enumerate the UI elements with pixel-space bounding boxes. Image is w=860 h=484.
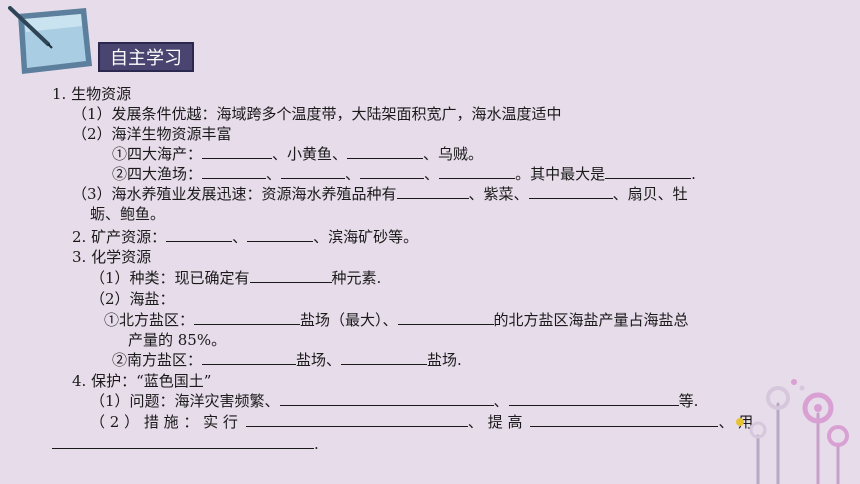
blank-measure-3[interactable] [52,434,314,449]
section-title: 自主学习 [98,42,194,72]
label-types: （1）种类：现已确定有 [90,269,250,287]
middle-text: 盐场（最大）、 [300,311,398,329]
item-problems: （1）问题：海洋灾害频繁、 、 等. [90,391,698,411]
blank-southern-saltfield-2[interactable] [341,350,428,365]
middle-text: 、 提 高 [467,413,523,431]
item-southern-salt: ②南方盐区： 盐场、 盐场. [112,350,462,370]
item-four-fisheries: ②四大渔场： 、 、 、 。其中最大是. [112,164,696,184]
separator-text: 、紫菜、 [468,185,529,203]
tail-text: 等. [678,392,699,410]
separator-text: 、 [266,165,282,183]
tail-text: 、乌贼。 [423,145,484,163]
decorative-flowers-graphic [736,379,849,484]
item-element-types: （1）种类：现已确定有 种元素. [90,268,381,288]
separator-text: 、 [424,165,440,183]
blank-mineral-2[interactable] [247,227,314,242]
item-four-seafood: ①四大海产： 、小黄鱼、 、乌贼。 [112,144,483,164]
end-text: . [314,435,319,453]
blank-seafood-2[interactable] [347,144,424,159]
tail-text: 的北方盐区海盐产量占海盐总 [493,311,689,329]
separator-text: 、 [493,392,509,410]
label-problems: （1）问题：海洋灾害频繁、 [90,392,280,410]
blank-mariculture-2[interactable] [528,184,613,199]
blank-fishery-3[interactable] [360,164,425,179]
tail-text: 种元素. [331,269,382,287]
blank-measure-1[interactable] [245,412,468,427]
label-four-seafood: ①四大海产： [112,145,203,163]
tail-text: 、 用 [718,413,754,431]
blank-element-count[interactable] [249,268,332,283]
separator-text: 、小黄鱼、 [272,145,348,163]
heading-chemical-resources: 3. 化学资源 [72,248,152,266]
label-northern-salt: ①北方盐区： [104,311,195,329]
item-northern-salt: ①北方盐区： 盐场（最大）、 的北方盐区海盐产量占海盐总 [104,310,689,330]
blank-seafood-1[interactable] [202,144,273,159]
item-measures: （ 2 ） 措 施 ： 实 行 、 提 高 、 用 [90,412,753,432]
blank-northern-region[interactable] [397,310,494,325]
item-mariculture-continued: 蛎、鲍鱼。 [90,205,166,223]
blank-mineral-1[interactable] [166,227,233,242]
blank-fishery-1[interactable] [202,164,267,179]
heading-biological-resources: 1. 生物资源 [52,85,132,103]
blank-mariculture-1[interactable] [396,184,469,199]
blank-problem-2[interactable] [508,391,679,406]
item-northern-salt-continued: 产量的 85%。 [128,331,227,349]
separator-text: 、 [232,228,248,246]
item-mariculture: （3）海水养殖业发展迅速：资源海水养殖品种有 、紫菜、 、扇贝、牡 [72,184,688,204]
blank-fishery-4[interactable] [439,164,516,179]
label-southern-salt: ②南方盐区： [112,351,203,369]
heading-mineral-resources: 2. 矿产资源： 、 、滨海矿砂等。 [72,227,418,247]
tail-text: 。其中最大是 [515,165,606,183]
item-sea-salt: （2）海盐： [90,290,175,308]
tail-text: 、滨海矿砂等。 [313,228,419,246]
label-four-fisheries: ②四大渔场： [112,165,203,183]
tail-text: 、扇贝、牡 [612,185,688,203]
blank-fishery-2[interactable] [281,164,346,179]
middle-text: 盐场、 [296,351,342,369]
separator-text: 、 [345,165,361,183]
blank-measure-2[interactable] [530,412,719,427]
label-mariculture: （3）海水养殖业发展迅速：资源海水养殖品种有 [72,185,397,203]
item-measures-continued: . [52,434,319,454]
item-development-conditions: （1）发展条件优越：海域跨多个温度带，大陆架面积宽广，海水温度适中 [72,105,562,123]
blank-largest-fishery[interactable] [605,164,692,179]
blank-northern-saltfield[interactable] [194,310,301,325]
blank-problem-1[interactable] [279,391,494,406]
heading-protection: 4. 保护：“蓝色国土” [72,372,212,390]
blank-southern-saltfield-1[interactable] [202,350,297,365]
tail-text: 盐场. [427,351,462,369]
item-rich-marine-resources: （2）海洋生物资源丰富 [72,125,232,143]
label-measures: （ 2 ） 措 施 ： 实 行 [90,413,238,431]
label-mineral: 2. 矿产资源： [72,228,167,246]
end-text: . [691,165,696,183]
tablet-pen-icon [8,6,92,74]
